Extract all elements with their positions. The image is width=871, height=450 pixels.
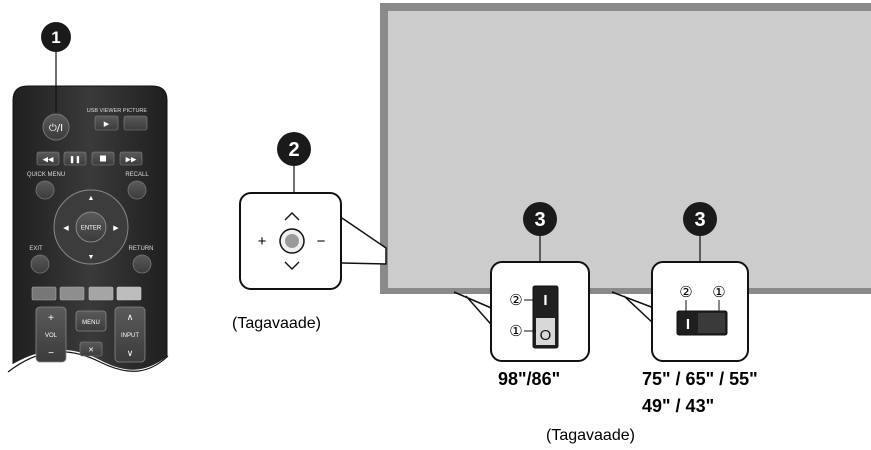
menu-label: MENU bbox=[82, 320, 100, 326]
picture-label: PICTURE bbox=[123, 108, 147, 114]
switch-large-pos2: ② bbox=[509, 292, 522, 309]
recall-label: RECALL bbox=[125, 172, 149, 178]
switch-large-callout: I O ② ① bbox=[453, 236, 590, 362]
switch-large-on-mark: I bbox=[543, 292, 547, 309]
quick-menu-button[interactable] bbox=[35, 180, 55, 200]
switch-small-pos1: ① bbox=[712, 284, 725, 301]
exit-label: EXIT bbox=[29, 246, 43, 252]
bottom-rear-view-caption: (Tagavaade) bbox=[546, 427, 635, 444]
pause-button[interactable] bbox=[63, 151, 87, 166]
volume-rocker[interactable]: + VOL − bbox=[35, 306, 67, 363]
size-label-large: 98"/86" bbox=[498, 369, 561, 389]
power-button[interactable]: ⏻/I bbox=[42, 113, 70, 141]
rocker-switch-large-lower bbox=[536, 318, 555, 345]
size-label-small-line1: 75" / 65" / 55" bbox=[642, 369, 758, 389]
switch-small-on-mark: I bbox=[686, 316, 690, 333]
switch-large-off-mark: O bbox=[540, 327, 552, 344]
power-label: ⏻/I bbox=[49, 123, 63, 134]
input-up-label: ∧ bbox=[127, 312, 134, 322]
control-plus-label: + bbox=[258, 233, 267, 250]
enter-label: ENTER bbox=[81, 226, 102, 232]
vol-label: VOL bbox=[45, 333, 58, 339]
exit-button[interactable] bbox=[30, 254, 50, 274]
callout-badge-3a: 3 bbox=[523, 202, 557, 236]
rewind-icon: ◀◀ bbox=[43, 157, 54, 164]
color-button-4[interactable] bbox=[116, 286, 142, 301]
zoom-wedge-2 bbox=[341, 217, 387, 265]
vol-plus-label: + bbox=[48, 313, 54, 324]
chevron-up-icon bbox=[284, 212, 300, 221]
arrow-left-icon: ◀ bbox=[63, 225, 69, 232]
vol-minus-label: − bbox=[48, 348, 54, 359]
fast-forward-icon: ▶▶ bbox=[126, 157, 137, 164]
input-rocker[interactable]: ∧ INPUT ∨ bbox=[114, 306, 146, 363]
play-icon: ▶ bbox=[104, 121, 110, 128]
zoom-wedge-3b bbox=[611, 291, 655, 325]
arrow-right-icon: ▶ bbox=[113, 225, 119, 232]
remote-control: ⏻/I USB VIEWER PICTURE ▶ ◀◀ ❚❚ ▶▶ QUICK … bbox=[0, 52, 175, 450]
arrow-up-icon: ▲ bbox=[88, 195, 95, 202]
mute-button[interactable] bbox=[79, 341, 103, 357]
tv-display bbox=[380, 3, 871, 294]
usb-viewer-button[interactable] bbox=[94, 115, 119, 131]
enter-button[interactable] bbox=[75, 211, 107, 243]
rear-control-callout: + − bbox=[239, 166, 387, 290]
mute-icon: ✕ bbox=[88, 347, 94, 354]
rear-view-caption: (Tagavaade) bbox=[232, 315, 321, 332]
color-button-1[interactable] bbox=[31, 286, 57, 301]
fast-forward-button[interactable] bbox=[119, 151, 143, 166]
control-joystick-center[interactable] bbox=[285, 234, 299, 248]
return-button[interactable] bbox=[132, 254, 152, 274]
switch-small-pos2: ② bbox=[679, 284, 692, 301]
pause-icon: ❚❚ bbox=[69, 156, 81, 164]
tv-screen bbox=[388, 11, 871, 288]
callout-1-number: 1 bbox=[51, 28, 60, 47]
callout-badge-2: 2 bbox=[277, 132, 311, 166]
quick-menu-label: QUICK MENU bbox=[27, 172, 65, 178]
picture-button[interactable] bbox=[123, 115, 148, 131]
color-button-3[interactable] bbox=[88, 286, 114, 301]
d-pad[interactable]: ENTER ▲ ▼ ◀ ▶ bbox=[53, 189, 129, 265]
return-label: RETURN bbox=[129, 246, 154, 252]
arrow-down-icon: ▼ bbox=[88, 254, 95, 261]
switch-large-pos1: ① bbox=[509, 323, 522, 340]
chevron-down-icon bbox=[284, 261, 300, 270]
transport-row: ◀◀ ❚❚ ▶▶ bbox=[36, 151, 143, 166]
callout-3a-number: 3 bbox=[534, 209, 545, 231]
color-button-2[interactable] bbox=[59, 286, 85, 301]
rewind-button[interactable] bbox=[36, 151, 60, 166]
size-label-small-line2: 49" / 43" bbox=[642, 396, 715, 416]
color-buttons bbox=[31, 286, 142, 301]
stop-icon bbox=[100, 155, 106, 162]
switch-small-callout: I ② ① bbox=[611, 236, 749, 362]
callout-3b-number: 3 bbox=[694, 209, 705, 231]
control-minus-label: − bbox=[317, 233, 326, 250]
callout-2-number: 2 bbox=[288, 139, 299, 161]
usb-viewer-label: USB VIEWER bbox=[87, 108, 122, 114]
menu-button[interactable] bbox=[75, 310, 107, 332]
input-down-label: ∨ bbox=[127, 348, 134, 358]
callout-badge-1: 1 bbox=[41, 22, 71, 52]
zoom-wedge-3a bbox=[453, 291, 497, 331]
recall-button[interactable] bbox=[127, 180, 147, 200]
input-label: INPUT bbox=[121, 333, 139, 339]
rocker-switch-small-right bbox=[698, 313, 725, 333]
callout-badge-3b: 3 bbox=[683, 202, 717, 236]
